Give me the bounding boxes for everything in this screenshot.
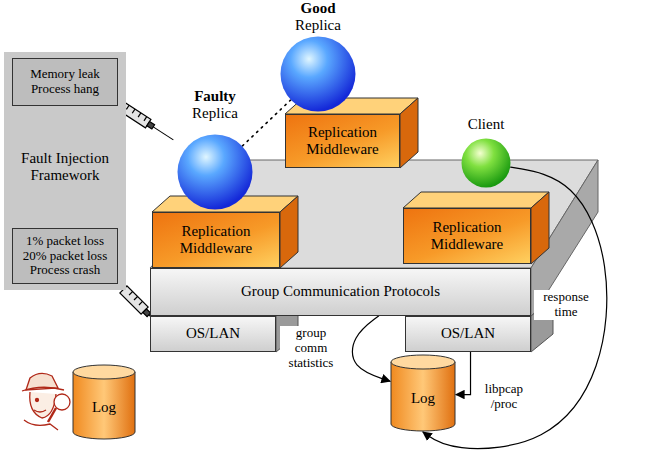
log-cylinder: Log	[72, 364, 136, 440]
box-side	[280, 196, 298, 268]
edge-label: response time	[534, 290, 598, 320]
node-label: Replication Middleware	[164, 223, 268, 258]
node-label: Faulty	[192, 88, 238, 105]
box-side	[400, 98, 418, 168]
log-cylinder: Log	[390, 354, 456, 432]
sphere-shape	[461, 138, 511, 188]
magnifier	[54, 394, 70, 410]
cylinder-body	[391, 362, 455, 431]
node-label: OS/LAN	[186, 325, 240, 342]
fault-box: Memory leak Process hang	[12, 58, 118, 106]
protocol-band: Group Communication Protocols	[150, 268, 531, 316]
node-label: Client	[468, 116, 505, 133]
middleware-faces	[152, 98, 549, 268]
oslan-box: OS/LAN	[150, 316, 276, 352]
box-side	[531, 192, 549, 264]
middleware-box: Replication Middleware	[285, 114, 400, 168]
mouth	[34, 410, 46, 412]
detective	[22, 373, 70, 430]
data-arrow	[456, 352, 471, 395]
magnifier-handle	[48, 408, 56, 422]
middleware-box: Replication Middleware	[403, 208, 531, 264]
node-label: OS/LAN	[441, 325, 495, 342]
edge-label: libpcap /proc	[476, 382, 532, 412]
fault-panel: Fault Injection Framework Memory leak Pro…	[4, 52, 126, 290]
node-label: Memory leak Process hang	[17, 67, 113, 97]
coat	[24, 420, 58, 430]
node-label: Log	[92, 399, 116, 416]
fault-box: 1% packet loss 20% packet loss Process c…	[12, 228, 118, 284]
sphere	[178, 135, 253, 210]
eye	[36, 399, 39, 402]
middleware-box: Replication Middleware	[152, 212, 280, 268]
node-label: Group Communication Protocols	[241, 283, 440, 300]
dotted-link	[243, 100, 291, 146]
cylinder-top	[391, 355, 455, 369]
data-arrow	[352, 316, 390, 381]
sphere-shape	[177, 134, 253, 210]
hat-brim	[22, 387, 64, 391]
cylinder-body	[73, 372, 135, 439]
node-label: Good	[295, 0, 341, 17]
cylinder-top	[73, 365, 135, 379]
sphere	[462, 139, 511, 188]
node-label: 1% packet loss 20% packet loss Process c…	[17, 234, 113, 279]
client-sphere: Client	[455, 116, 517, 192]
replica-sphere: FaultyReplica	[167, 88, 263, 210]
node-label: Replica	[295, 17, 341, 34]
node-label: Replication Middleware	[415, 219, 519, 254]
node-label: Fault Injection Framework	[10, 150, 120, 185]
sphere	[281, 37, 356, 112]
node-label: Replica	[192, 105, 238, 122]
box-top	[403, 192, 549, 208]
node-label: Replication Middleware	[291, 124, 395, 159]
replica-sphere: GoodReplica	[270, 0, 366, 112]
node-label: Log	[411, 390, 435, 407]
edge-label: group comm statistics	[280, 326, 342, 371]
sphere-shape	[280, 36, 356, 112]
oslan-box: OS/LAN	[405, 316, 531, 352]
